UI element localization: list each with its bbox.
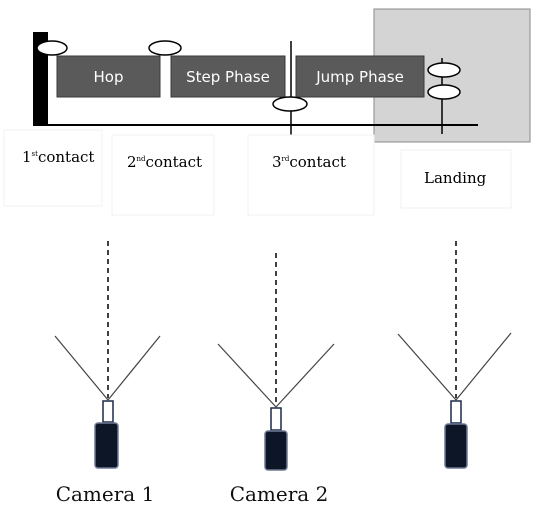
contact-label-3-ordinal: rd — [282, 155, 290, 163]
contact-box-3 — [247, 134, 375, 216]
landing-marker-upper — [427, 62, 461, 78]
camera-3 — [397, 241, 512, 469]
camera-1-lens — [102, 400, 114, 423]
camera-3-body — [444, 423, 468, 469]
contact-label-2-word: contact — [146, 153, 203, 171]
phase-step: Step Phase — [170, 55, 286, 98]
phase-step-label: Step Phase — [186, 68, 270, 86]
contact-label-2: 2ndcontact — [127, 153, 202, 171]
camera-1: Camera 1 — [54, 241, 161, 506]
takeoff-post — [33, 32, 48, 125]
phase-jump-label: Jump Phase — [315, 68, 404, 86]
camera-2-label: Camera 2 — [230, 482, 329, 506]
contact-marker-2 — [148, 40, 182, 56]
camera-3-lens — [450, 400, 462, 424]
contact-label-1-word: contact — [38, 148, 95, 166]
landing-marker-lower — [427, 84, 461, 100]
camera-1-body — [94, 422, 119, 469]
phase-hop: Hop — [56, 55, 161, 98]
camera-2: Camera 2 — [217, 253, 335, 506]
camera-3-fov-left — [397, 333, 457, 401]
contact-label-3-word: contact — [289, 153, 346, 171]
contact-label-3-number: 3 — [272, 153, 282, 171]
camera-2-fov-right — [275, 343, 335, 408]
camera-1-label: Camera 1 — [56, 482, 155, 506]
contact-box-1 — [3, 129, 103, 207]
camera-2-body — [264, 430, 288, 471]
contact-marker-3 — [272, 96, 308, 112]
phase-jump-box — [295, 55, 425, 98]
phase-hop-label: Hop — [94, 68, 124, 86]
contact-label-3: 3rdcontact — [272, 153, 346, 171]
camera-2-fov-left — [217, 343, 277, 408]
phase-jump: Jump Phase — [295, 55, 425, 98]
landing-box — [400, 149, 512, 209]
landing-label: Landing — [424, 169, 487, 187]
contact-label-2-ordinal: nd — [137, 155, 147, 163]
contact-marker-1 — [36, 40, 68, 56]
camera-1-fov-left — [54, 335, 109, 401]
phase-hop-box — [56, 55, 161, 98]
contact-box-2 — [111, 134, 215, 216]
contact-label-1-number: 1 — [22, 148, 32, 166]
contact-label-2-number: 2 — [127, 153, 137, 171]
camera-3-fov-right — [455, 332, 512, 401]
contact-label-1: 1stcontact — [22, 148, 94, 166]
camera-2-lens — [270, 407, 282, 431]
phase-step-box — [170, 55, 286, 98]
camera-1-fov-right — [107, 335, 161, 401]
contact-label-1-ordinal: st — [32, 150, 39, 158]
